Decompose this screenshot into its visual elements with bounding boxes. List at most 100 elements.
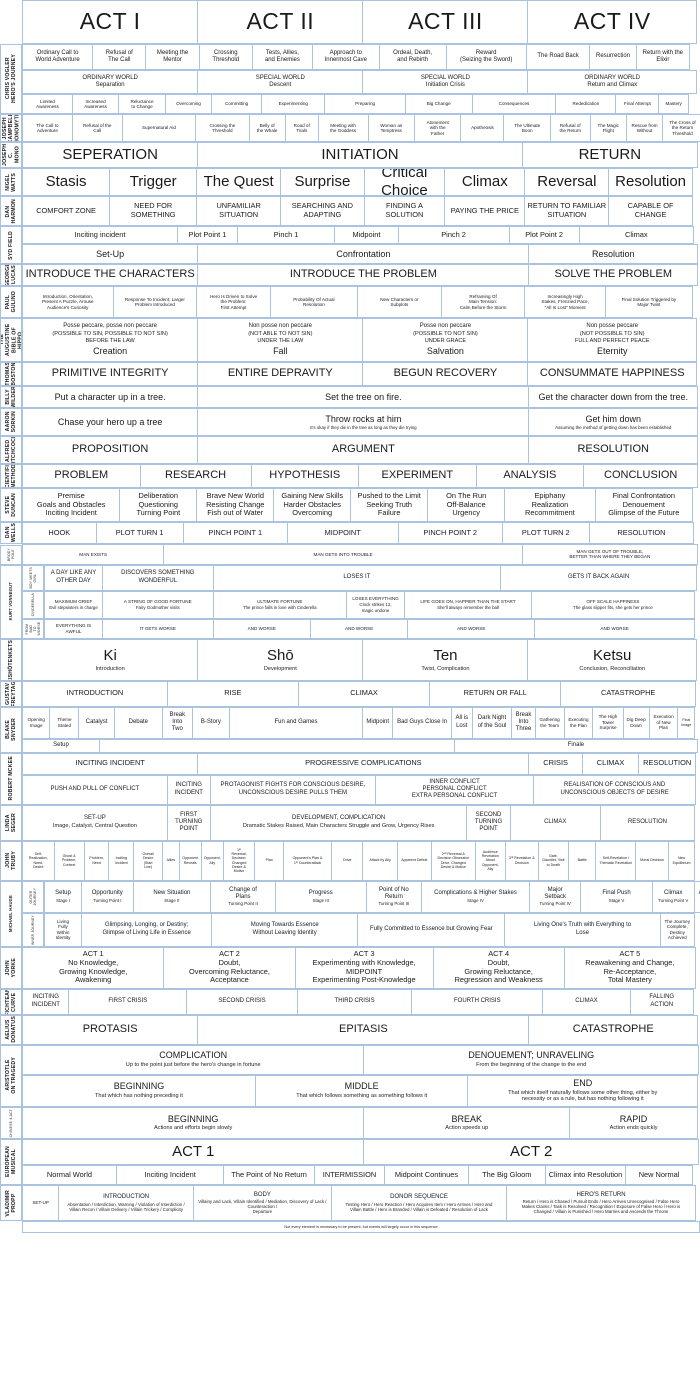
cell-label: ACT 1 <box>172 1143 215 1160</box>
cell-label: Refusal of the Return <box>559 122 581 134</box>
cell-label: Get him down <box>585 413 641 424</box>
chart-cell: RETURN TO FAMILIAR SITUATION <box>524 196 610 226</box>
chart-cell: INITIATION <box>197 142 523 168</box>
act-header-cell: ACT II <box>197 0 364 44</box>
cell-label: A STRING OF GOOD FORTUNE <box>123 598 192 604</box>
chart-cell: RETURN <box>521 142 698 168</box>
cell-label: New Situation <box>153 890 191 897</box>
chart-cell: MAN EXISTS <box>22 544 165 565</box>
cell-label: Major Setback <box>544 886 567 900</box>
cell-label: Reluctance to Change <box>130 98 154 110</box>
cell-label: Reversal <box>537 173 597 190</box>
cell-label: Final Confrontation Denouement Glimpse o… <box>608 490 680 518</box>
cell-label: Experimenting <box>278 101 308 107</box>
chart-cell: Non posse non peccare(NOT ABLE TO NOT SI… <box>197 318 364 362</box>
chart-cell: PROPOSITION <box>22 436 199 464</box>
chart-cell: SET-UP <box>22 1185 60 1221</box>
chart-cell: Plot Point 1 <box>176 226 238 244</box>
cell-subtext: Turning Point V <box>658 897 689 903</box>
chart-cell: CONCLUSION <box>583 464 699 488</box>
cell-subtext: Development <box>263 665 297 672</box>
cell-emphasis: Fall <box>273 346 288 357</box>
cell-label: Progress <box>308 890 333 897</box>
cell-subtext: (POSSIBLE TO SIN, POSSIBLE TO NOT SIN) B… <box>52 330 168 344</box>
cell-subtext: That which has nothing preceding it <box>94 1093 183 1100</box>
cell-label: PROPOSITION <box>71 443 149 456</box>
cell-label: Opening Image <box>27 717 45 728</box>
chart-cell: Inciting Incident <box>115 1165 225 1185</box>
chart-cell: PUSH AND PULL OF CONFLICT <box>22 774 168 805</box>
chart-cell: On The Run Off-Balance Urgency <box>427 488 506 522</box>
cell-label: Allies <box>166 858 176 863</box>
cell-label: Attack by Ally <box>369 858 391 863</box>
cell-label: The Point of No Return <box>231 1169 307 1179</box>
chart-cell: NEED FOR SOMETHING <box>109 196 198 226</box>
cell-label: Opportunity <box>91 890 123 897</box>
chart-cell: Bad Guys Close In <box>392 706 452 739</box>
author-label: SYD FIELD <box>0 226 22 264</box>
chart-cell: Glimpsing, Longing, or Destiny; Glimpse … <box>81 912 213 947</box>
chart-cell: INTRODUCE THE PROBLEM <box>197 264 530 286</box>
cell-label: AND WORSE <box>457 625 486 631</box>
chart-cell: INCITING INCIDENT <box>22 988 70 1015</box>
cell-label: SPECIAL WORLD Descent <box>255 74 305 88</box>
cell-label: Limited Awareness <box>36 98 59 110</box>
cell-label: IT GETS WORSE <box>139 625 176 631</box>
cell-label: Bad Guys Close In <box>397 718 448 725</box>
cell-label: EPITASIS <box>339 1022 388 1035</box>
cell-label: Surprise <box>294 173 351 190</box>
chart-cell: RESOLUTION <box>638 752 696 775</box>
chart-cell: PROTAGONIST FIGHTS FOR CONSCIOUS DESIRE,… <box>209 774 376 805</box>
chart-cell: The Quest <box>196 168 281 196</box>
cell-label: REALISATION OF CONSCIOUS AND UNCONSCIOUS… <box>560 782 669 796</box>
cell-label: Atonement with the Father <box>426 119 449 136</box>
chart-cell: PROGRESSIVE COMPLICATIONS <box>197 752 530 775</box>
chart-cell: Atonement with the Father <box>413 114 462 142</box>
author-label: LINDA SEGER <box>0 804 22 841</box>
chart-cell: RISE <box>166 680 299 707</box>
chart-cell: FALLING ACTION <box>629 988 694 1015</box>
cell-label: SEPERATION <box>62 146 158 163</box>
chart-cell: Plot Point 2 <box>508 226 580 244</box>
cell-label: Brave New World Resisting Change Fish ou… <box>206 490 265 518</box>
cell-label: Throw rocks at him <box>325 413 402 424</box>
cell-label: The Ultimate Boon <box>514 122 541 134</box>
author-label: JOSEPH C. MONO <box>0 142 22 168</box>
cell-label: Problem, Need <box>89 856 104 865</box>
author-label: CHINESE 4-ACT <box>0 1107 22 1139</box>
cell-label: Catalyst <box>85 718 108 725</box>
chart-cell: SECOND TURNING POINT <box>466 804 511 841</box>
cell-label: Ketsu <box>593 646 632 664</box>
chart-cell: B-Story <box>191 706 230 739</box>
cell-label: Living One's Truth with Everything to Lo… <box>533 922 632 936</box>
chart-cell: PRIMITIVE INTEGRITY <box>22 362 199 386</box>
cell-subtext: Stage III <box>312 897 329 903</box>
chart-cell: AND WORSE <box>407 618 536 639</box>
cell-label: Inciting incident <box>74 229 126 239</box>
cell-label: Self-Revelation / Thematic Revelation <box>599 856 633 865</box>
chart-cell: Get the character down from the tree. <box>528 386 698 408</box>
chart-cell: The Big Gloom <box>467 1165 546 1185</box>
chart-cell: PINCH POINT 1 <box>182 522 288 544</box>
chart-cell: Final Image <box>677 706 696 739</box>
chart-cell: Meeting with the Goddess <box>317 114 369 142</box>
chart-cell: Fully Committed to Essence but Growing F… <box>357 912 506 947</box>
cell-subtext: Clock strikes 12, magic undone <box>359 602 392 613</box>
chart-cell: Gate, Gauntlet, Visit to Death <box>537 840 569 881</box>
cell-label: Climax <box>461 173 508 190</box>
chart-cell: SECOND CRISIS <box>186 988 298 1015</box>
chart-cell: CONSUMMATE HAPPINESS <box>527 362 697 386</box>
cell-label: Stasis <box>45 173 87 190</box>
author-label: CHRIS VOGLER HERO'S JOURNEY <box>0 44 22 114</box>
